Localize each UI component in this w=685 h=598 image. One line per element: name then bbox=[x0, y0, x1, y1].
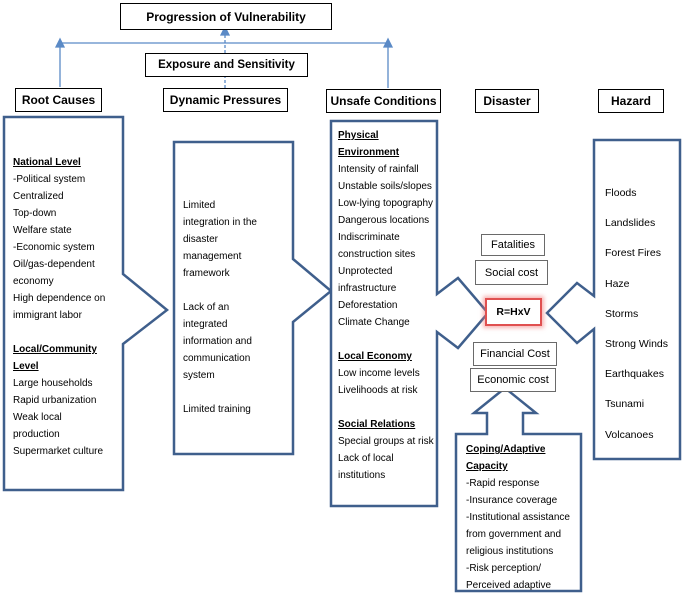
fatalities-box: Fatalities bbox=[481, 234, 545, 256]
national-level-title: National Level bbox=[13, 157, 81, 168]
hazard-arrow bbox=[545, 138, 682, 461]
unsafe-conditions-header: Unsafe Conditions bbox=[326, 89, 441, 113]
social-cost-box: Social cost bbox=[475, 260, 548, 285]
root-causes-header: Root Causes bbox=[15, 88, 102, 112]
root-causes-arrow bbox=[2, 115, 170, 492]
local-economy-title: Local Economy bbox=[338, 351, 412, 362]
local-level-title-2: Level bbox=[13, 361, 39, 372]
unsafe-conditions-arrow bbox=[329, 119, 490, 508]
social-relations-title: Social Relations bbox=[338, 419, 416, 430]
coping-capacity-text: Coping/Adaptive Capacity -Rapid response… bbox=[466, 441, 570, 594]
progression-label: Progression of Vulnerability bbox=[146, 9, 306, 24]
local-level-title-1: Local/Community bbox=[13, 344, 97, 355]
financial-cost-box: Financial Cost bbox=[473, 342, 557, 366]
hazard-text: Floods Landslides Forest Fires Haze Stor… bbox=[605, 187, 669, 441]
formula-box: R=HxV bbox=[485, 298, 542, 326]
root-causes-text: National Level -Political system Central… bbox=[13, 154, 105, 460]
disaster-header: Disaster bbox=[475, 89, 539, 113]
progression-of-vulnerability-box: Progression of Vulnerability bbox=[120, 3, 332, 30]
dynamic-pressures-text: Limited integration in the disaster mana… bbox=[183, 200, 257, 415]
physical-title-2: Environment bbox=[338, 147, 400, 158]
coping-title-2: Capacity bbox=[466, 461, 508, 472]
hazard-header: Hazard bbox=[598, 89, 664, 113]
physical-title-1: Physical bbox=[338, 130, 379, 141]
dynamic-pressures-header: Dynamic Pressures bbox=[163, 88, 288, 112]
dynamic-pressures-arrow bbox=[172, 140, 333, 456]
coping-arrow bbox=[454, 386, 583, 593]
economic-cost-box: Economic cost bbox=[470, 368, 556, 392]
exposure-label: Exposure and Sensitivity bbox=[158, 59, 295, 71]
exposure-and-sensitivity-box: Exposure and Sensitivity bbox=[145, 53, 308, 77]
unsafe-conditions-text: Physical Environment Intensity of rainfa… bbox=[338, 127, 434, 484]
coping-title-1: Coping/Adaptive bbox=[466, 444, 546, 455]
